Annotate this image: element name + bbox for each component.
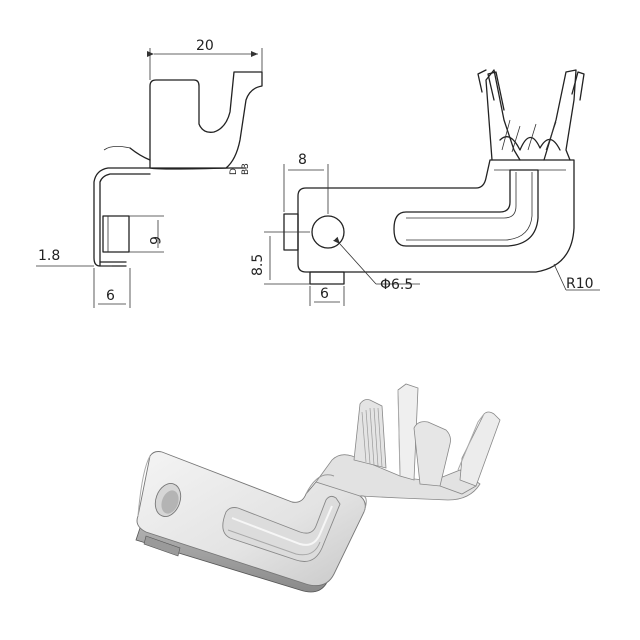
isometric-slot bbox=[222, 495, 341, 562]
isometric-wing-right bbox=[413, 421, 451, 487]
side-view-outline bbox=[149, 71, 263, 169]
dim-hole-diameter: Φ6.5 bbox=[380, 277, 413, 293]
top-view-slot bbox=[393, 169, 539, 247]
dim-bottom-width-6: 6 bbox=[106, 288, 115, 304]
dim-tab-height-6: 6 bbox=[146, 236, 162, 245]
dim-radius-r10: R10 bbox=[566, 276, 594, 292]
isometric-wing-left bbox=[353, 399, 387, 469]
side-small-label-d: D bbox=[229, 168, 239, 175]
dim-tab-width-6: 6 bbox=[320, 286, 329, 302]
side-view: D B3 20 6 1.8 6 bbox=[36, 38, 263, 308]
dim-thickness-1-8: 1.8 bbox=[38, 248, 60, 264]
dim-top-20: 20 bbox=[196, 38, 214, 54]
side-tab bbox=[102, 215, 130, 253]
top-view-hole bbox=[311, 215, 345, 249]
dim-hole-offset-8: 8 bbox=[298, 152, 307, 168]
top-view-outline bbox=[297, 159, 575, 273]
top-view-crimp-wings bbox=[477, 69, 585, 161]
dim-hole-height-8-5: 8.5 bbox=[250, 254, 266, 276]
top-view: 8 8.5 6 Φ6.5 R10 bbox=[250, 69, 600, 306]
side-small-label-b3: B3 bbox=[241, 163, 251, 175]
top-view-bottom-tab bbox=[309, 271, 345, 285]
isometric-view bbox=[135, 383, 501, 593]
